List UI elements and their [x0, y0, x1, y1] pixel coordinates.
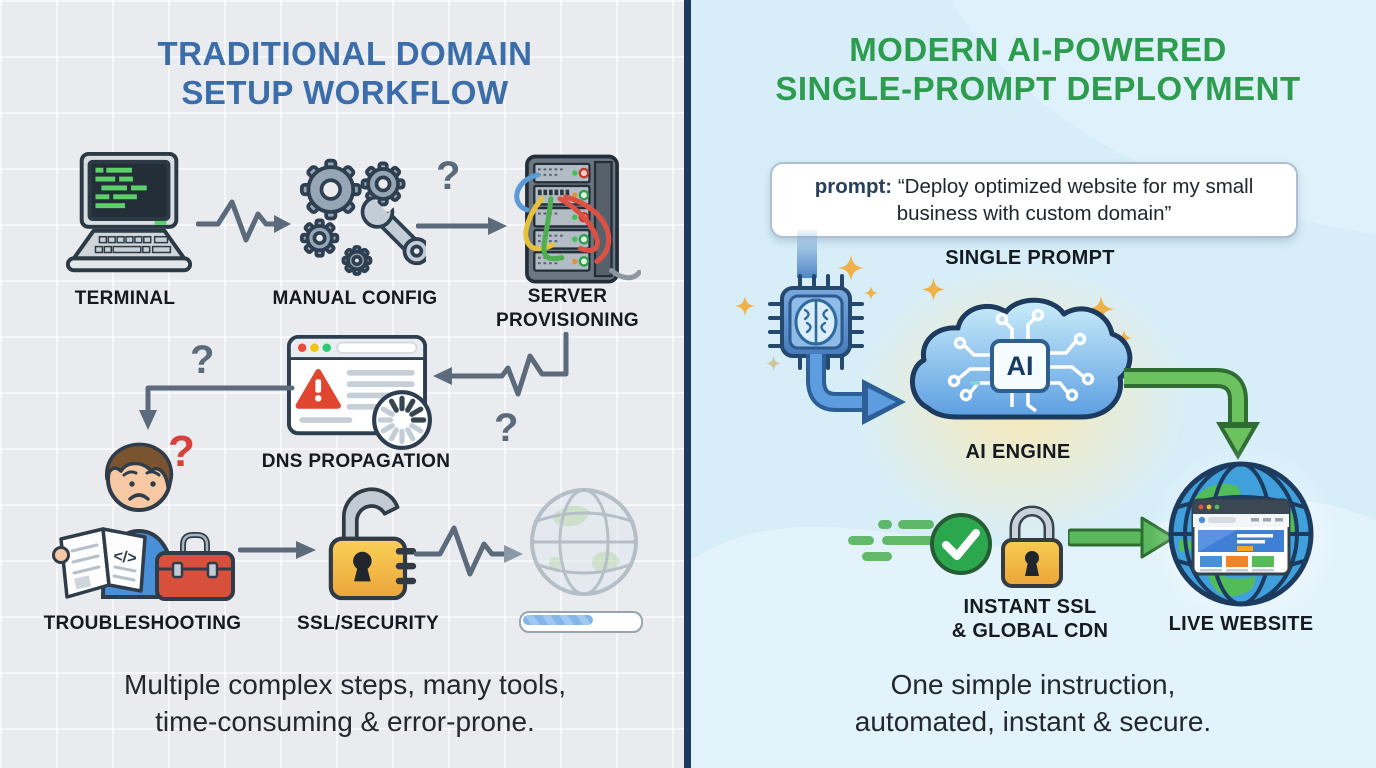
prompt-box: prompt: “Deploy optimized website for my… [770, 162, 1298, 238]
red-question-mark: ? [168, 427, 195, 476]
panel-divider [684, 0, 691, 768]
ai-chip-badge-text: AI [1007, 351, 1034, 381]
question-mark-2: ? [494, 406, 519, 450]
arrow-right-icon [416, 217, 507, 235]
arrow-chip-to-cloud [806, 354, 906, 425]
manual-config-icon [300, 158, 426, 276]
left-summary: Multiple complex steps, many tools, time… [45, 666, 645, 740]
server-icon [514, 154, 641, 284]
arrow-dns-to-troubleshooting-icon [139, 385, 295, 430]
zigzag-arrow-icon [196, 199, 291, 243]
manual-config-label: MANUAL CONFIG [272, 288, 438, 309]
question-mark-1: ? [436, 154, 461, 198]
instant-ssl-line1: INSTANT SSL [963, 596, 1097, 618]
prompt-text: prompt: “Deploy optimized website for my… [772, 173, 1296, 227]
sparkle-icon [1088, 296, 1114, 322]
server-label-line2: PROVISIONING [496, 310, 639, 331]
troubleshooting-label: TROUBLESHOOTING [43, 613, 242, 634]
dns-propagation-label: DNS PROPAGATION [261, 451, 451, 472]
left-title-line1: TRADITIONAL DOMAIN [157, 35, 533, 72]
prompt-value: “Deploy optimized website for my small b… [896, 175, 1254, 225]
ssl-security-label: SSL/SECURITY [297, 613, 439, 634]
live-website-label: LIVE WEBSITE [1168, 613, 1314, 635]
ssl-open-padlock-icon [328, 487, 417, 601]
check-icon [930, 513, 992, 575]
instant-ssl-label: INSTANT SSL & GLOBAL CDN [930, 595, 1130, 643]
server-label-line1: SERVER [527, 286, 608, 307]
sparkle-icon [1116, 330, 1132, 346]
right-summary-line2: automated, instant & secure. [854, 706, 1212, 737]
ai-engine-label: AI ENGINE [965, 441, 1071, 463]
sparkle-icon [766, 356, 781, 371]
loading-spinner-icon [372, 390, 432, 450]
right-summary: One simple instruction, automated, insta… [733, 666, 1333, 740]
left-summary-line1: Multiple complex steps, many tools, [124, 669, 566, 700]
terminal-icon [65, 151, 193, 273]
sparkle-icon [838, 255, 864, 281]
prompt-label: prompt: [814, 175, 893, 198]
sparkle-icon [922, 278, 945, 301]
live-website-globe-icon [1168, 461, 1314, 607]
progress-bar-fill [523, 615, 593, 625]
ai-chip-icon [768, 274, 864, 370]
arrow-cloud-to-website [1124, 368, 1260, 460]
sparkle-icon [864, 286, 878, 300]
left-title-line2: SETUP WORKFLOW [181, 74, 509, 111]
speed-lines-icon [848, 520, 934, 561]
arrow-server-to-dns-icon [433, 332, 569, 397]
cdn-padlock-icon [1001, 505, 1063, 588]
zigzag-arrow-to-globe-icon [414, 525, 523, 577]
sparkle-icon [735, 296, 755, 316]
progress-bar [519, 611, 643, 633]
instant-ssl-line2: & GLOBAL CDN [951, 620, 1109, 642]
ai-cloud-icon: AI [910, 297, 1133, 420]
troubleshooting-person-icon: </> [52, 442, 235, 601]
loading-globe-icon [530, 488, 638, 596]
terminal-label: TERMINAL [74, 288, 176, 309]
server-label: SERVER PROVISIONING [485, 285, 650, 333]
right-title-line2: SINGLE-PROMPT DEPLOYMENT [775, 70, 1301, 107]
question-mark-3: ? [190, 338, 215, 382]
right-title-line1: MODERN AI-POWERED [849, 31, 1227, 68]
book-code-glyph: </> [113, 548, 138, 567]
right-title: MODERN AI-POWERED SINGLE-PROMPT DEPLOYME… [731, 30, 1345, 108]
wrench-icon [360, 195, 426, 266]
arrow-to-ssl-icon [238, 541, 316, 559]
prompt-connector [797, 230, 817, 278]
right-summary-line1: One simple instruction, [890, 669, 1176, 700]
left-summary-line2: time-consuming & error-prone. [155, 706, 535, 737]
left-title: TRADITIONAL DOMAIN SETUP WORKFLOW [45, 34, 645, 112]
